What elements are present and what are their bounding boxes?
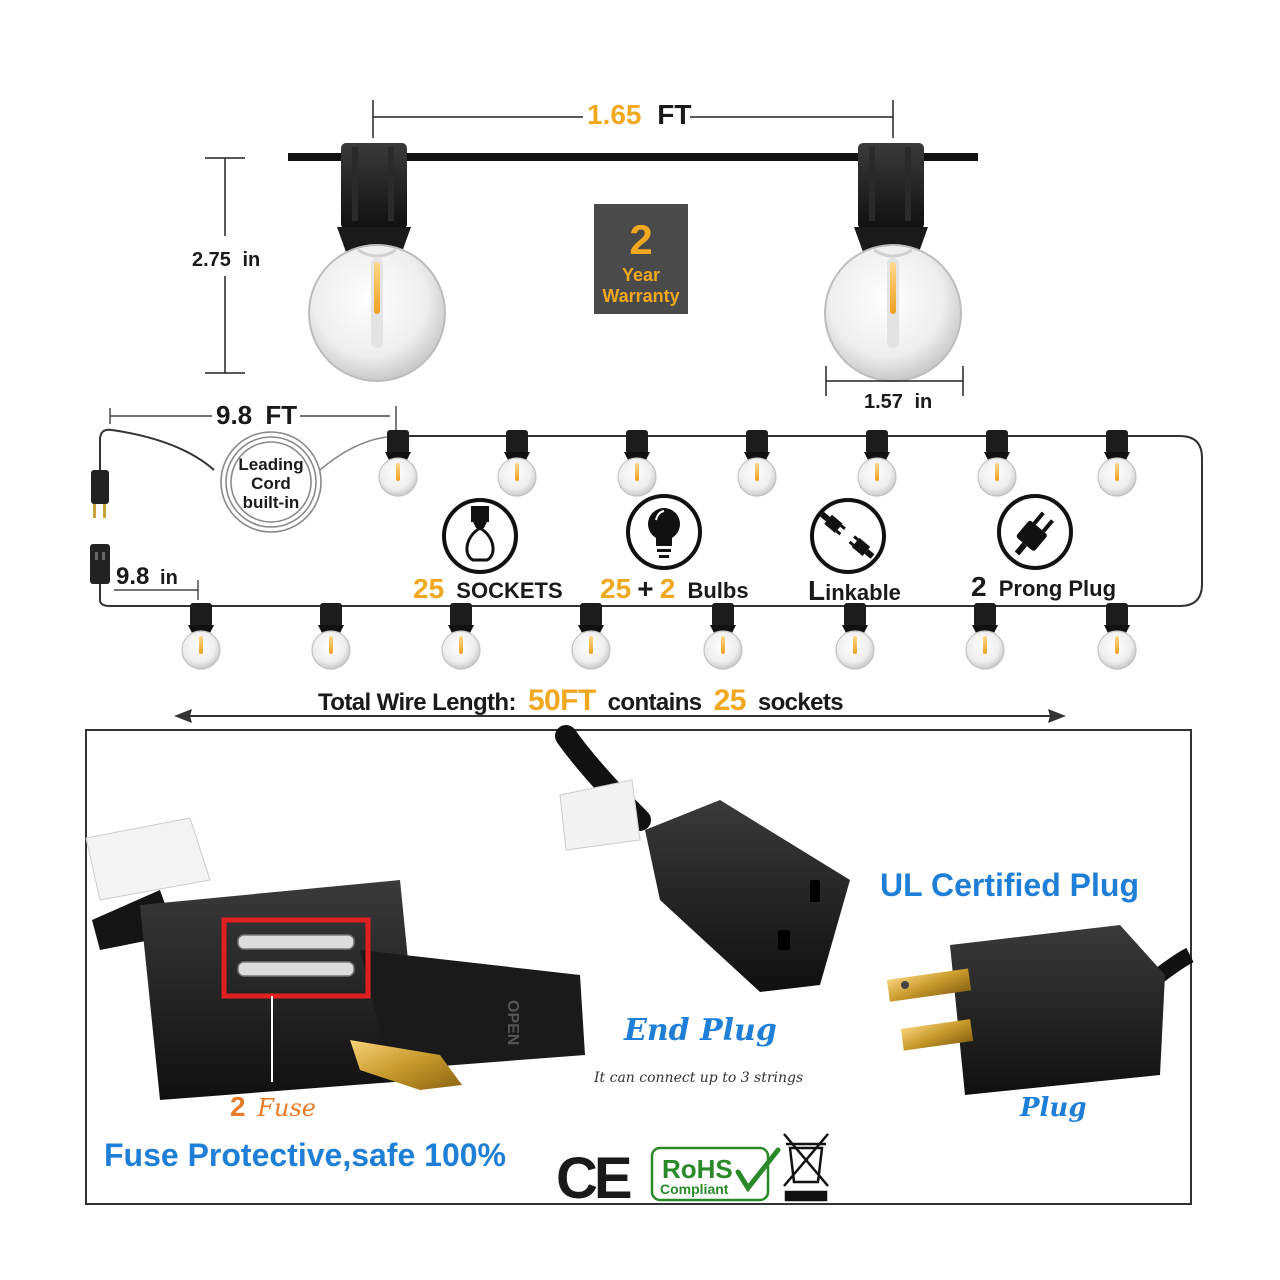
end-plug-label: End Plug	[623, 1013, 777, 1048]
feature-linkable-first: L	[808, 575, 825, 606]
large-bulb	[308, 143, 446, 382]
fuse-box-photo: OPEN	[85, 817, 585, 1100]
svg-text:2 Fuse: 2 Fuse	[230, 1091, 316, 1122]
warranty-number: 2	[629, 216, 652, 263]
total-prefix: Total Wire Length:	[318, 689, 516, 716]
rohs-sub: Compliant	[660, 1181, 729, 1197]
string-bulb	[617, 430, 657, 497]
svg-text:1.57 in: 1.57 in	[864, 391, 932, 413]
string-bulb	[378, 430, 418, 497]
plug-label: Plug	[1019, 1093, 1087, 1123]
string-bulb	[1097, 603, 1137, 670]
string-bulb	[703, 603, 743, 670]
string-bulb	[857, 430, 897, 497]
svg-text:9.8 FT: 9.8 FT	[216, 400, 297, 430]
svg-text:2.75 in: 2.75 in	[192, 249, 260, 271]
fuse-glass	[237, 934, 355, 950]
feature-bulbs-text: Bulbs	[687, 578, 748, 603]
spacing-unit: FT	[657, 99, 691, 130]
height-value: 2.75	[192, 249, 231, 271]
total-mid: contains	[608, 689, 702, 716]
svg-text:9.8 in: 9.8 in	[116, 563, 178, 590]
weee-bin-icon	[783, 1133, 829, 1202]
total-suffix: sockets	[758, 689, 843, 716]
feature-bulbs-plus: +	[637, 573, 653, 604]
feature-bulbs-num: 25	[600, 573, 631, 604]
male-plug	[91, 470, 109, 518]
string-bulb	[181, 603, 221, 670]
total-length: 50FT	[528, 684, 596, 717]
ul-certified-label: UL Certified Plug	[880, 867, 1139, 903]
string-bulb	[441, 603, 481, 670]
feature-prong-num: 2	[971, 571, 987, 602]
string-bulb	[737, 430, 777, 497]
feature-bulbs-num2: 2	[660, 573, 676, 604]
rohs-badge: RoHS Compliant	[650, 1146, 781, 1202]
total-length-arrow	[174, 709, 1066, 723]
end-plug-photo	[555, 725, 850, 992]
warranty-line2: Warranty	[602, 286, 679, 306]
bulb-row-bottom	[181, 603, 1137, 670]
lead-label-3: built-in	[243, 493, 300, 512]
prong-plug-icon	[1014, 511, 1054, 556]
coiled-lead-cord	[220, 431, 401, 533]
string-overview: 9.8 FT Leading Cord built-in	[90, 400, 1203, 723]
svg-text:25 SOCKETS: 25 SOCKETS	[413, 573, 563, 604]
fuse-highlight-frame	[221, 917, 371, 999]
feature-linkable	[810, 498, 886, 574]
feature-sockets-text: SOCKETS	[456, 578, 562, 603]
lead-label-1: Leading	[238, 455, 303, 474]
ce-mark: CE	[556, 1146, 631, 1211]
string-bulb	[965, 603, 1005, 670]
photo-panel: OPEN 2 Fuse Fuse Protective,safe 100% En…	[85, 725, 1194, 1211]
rohs-text: RoHS	[662, 1154, 733, 1184]
fuse-glass	[237, 961, 355, 977]
fuse-word: Fuse	[256, 1094, 316, 1122]
lead-label-2: Cord	[251, 474, 291, 493]
feature-linkable-text: inkable	[825, 580, 901, 605]
fuse-box-open-label: OPEN	[504, 1000, 521, 1045]
feature-sockets-num: 25	[413, 573, 444, 604]
feature-socket	[442, 498, 518, 574]
end-value: 9.8	[116, 563, 149, 590]
link-plug-icon	[820, 511, 875, 559]
socket-icon	[465, 506, 495, 562]
fuse-protective-label: Fuse Protective,safe 100%	[104, 1137, 506, 1173]
string-bulb	[1097, 430, 1137, 497]
feature-bulbs	[626, 494, 702, 570]
warranty-line1: Year	[622, 265, 660, 285]
spacing-value: 1.65	[587, 99, 642, 130]
fuse-count: 2	[230, 1091, 246, 1122]
diameter-unit: in	[915, 391, 933, 413]
end-plug-sub: It can connect up to 3 strings	[593, 1070, 803, 1086]
height-unit: in	[243, 249, 261, 271]
string-bulb	[571, 603, 611, 670]
bulb-row-top	[378, 430, 1137, 497]
lead-value: 9.8	[216, 400, 252, 430]
check-icon	[735, 1147, 781, 1193]
string-wire	[99, 428, 1203, 607]
string-bulb	[835, 603, 875, 670]
top-detail: 1.65 FT 2.75 in	[192, 99, 978, 413]
svg-text:1.65 FT: 1.65 FT	[587, 99, 692, 130]
svg-text:25 + 2 Bulbs: 25 + 2 Bulbs	[600, 573, 749, 604]
svg-text:Total Wire Length: 50FT: Total Wire Length: 50FT contains 25 sock…	[318, 684, 843, 717]
total-count: 25	[714, 684, 746, 717]
string-bulb	[977, 430, 1017, 497]
warranty-badge: 2 Year Warranty	[594, 204, 688, 314]
large-bulb	[824, 143, 962, 382]
lead-unit: FT	[265, 400, 297, 430]
feature-prong-text: Prong Plug	[999, 576, 1116, 601]
feature-prong-plug	[997, 494, 1073, 570]
bulb-icon	[648, 508, 680, 558]
female-end-plug	[90, 544, 110, 584]
plug-photo	[886, 925, 1194, 1095]
string-bulb	[311, 603, 351, 670]
svg-text:Linkable: Linkable	[808, 575, 901, 606]
svg-text:2 Prong Plug: 2 Prong Plug	[971, 571, 1116, 602]
diameter-value: 1.57	[864, 391, 903, 413]
end-unit: in	[160, 567, 178, 589]
string-bulb	[497, 430, 537, 497]
